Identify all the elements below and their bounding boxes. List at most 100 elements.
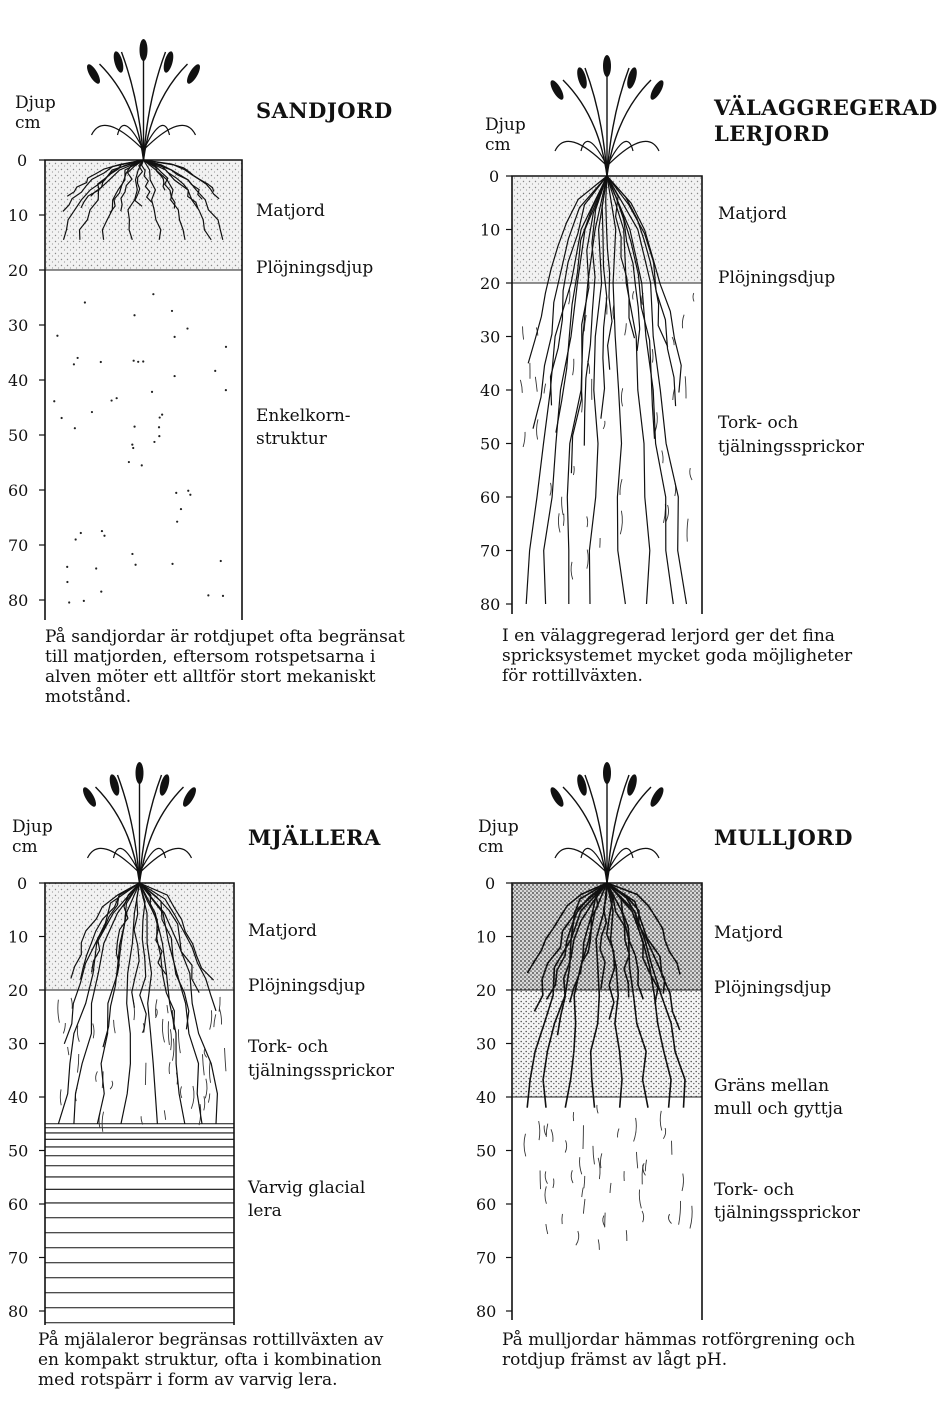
sand-grain: [133, 360, 135, 362]
soil-crack: [168, 1021, 169, 1045]
layer-label: Tork- och: [718, 413, 798, 433]
soil-crack: [682, 315, 684, 329]
panel-caption: På mulljordar hämmas rotförgrening och: [502, 1330, 855, 1350]
sand-grain: [73, 363, 75, 365]
soil-crack: [202, 1054, 204, 1075]
plant-leaf: [607, 848, 659, 873]
soil-crack: [178, 1029, 180, 1053]
soil-crack: [679, 1201, 681, 1225]
soil-crack: [204, 1096, 205, 1110]
sand-grain: [53, 400, 55, 402]
layer-label: Matjord: [714, 923, 783, 943]
plant-spikelet: [648, 785, 666, 808]
soil-crack: [636, 1152, 637, 1168]
layer-label: struktur: [256, 429, 328, 449]
plant-spikelet: [575, 773, 588, 796]
soil-crack: [639, 1190, 641, 1209]
sand-grain: [56, 335, 58, 337]
plant-spikelet: [575, 66, 588, 89]
panel-mulljord: Djupcm01020304050607080MULLJORDMatjordPl…: [476, 762, 861, 1370]
sand-grain: [151, 391, 153, 393]
sand-grain: [103, 535, 105, 537]
plant-stem: [607, 80, 651, 176]
soil-crack: [562, 1214, 563, 1224]
layer-label: Plöjningsdjup: [714, 978, 831, 998]
sand-grain: [133, 426, 135, 428]
layer-label: Matjord: [256, 201, 325, 221]
sand-grain: [171, 310, 173, 312]
soil-crack: [96, 1071, 98, 1081]
depth-axis-label: Djup: [478, 817, 519, 837]
layer-label: Enkelkorn-: [256, 406, 351, 426]
soil-crack: [550, 483, 551, 496]
depth-tick-label: 20: [476, 981, 496, 1000]
sand-grain: [153, 441, 155, 443]
plant-stem: [607, 787, 651, 883]
depth-tick-label: 50: [8, 1142, 28, 1161]
plant-spikelet: [136, 762, 144, 784]
layer-label: Varvig glacial: [247, 1178, 365, 1198]
panel-title: MJÄLLERA: [248, 825, 381, 850]
soil-crack: [58, 1000, 60, 1023]
soil-crack: [634, 1118, 637, 1142]
soil-crack: [535, 377, 537, 392]
panel-title: SANDJORD: [256, 98, 393, 123]
sand-grain: [110, 399, 112, 401]
panel-caption: för rottillväxten.: [502, 666, 643, 686]
depth-axis-unit: cm: [12, 837, 38, 857]
depth-tick-label: 60: [480, 488, 500, 507]
plant-leaf: [607, 141, 659, 166]
soil-crack: [576, 1231, 579, 1245]
plant-stem: [563, 787, 607, 883]
depth-tick-label: 40: [476, 1088, 496, 1107]
panel-caption: alven möter ett alltför stort mekaniskt: [45, 667, 376, 687]
soil-crack: [170, 1029, 171, 1050]
sand-grain: [66, 581, 68, 583]
sand-grain: [131, 553, 133, 555]
plant-stem: [140, 787, 184, 883]
panel-title: MULLJORD: [714, 825, 853, 850]
plant-spikelet: [625, 773, 638, 796]
sand-grain: [100, 361, 102, 363]
soil-crack: [565, 1140, 566, 1152]
soil-crack: [562, 497, 564, 515]
panel-caption: På sandjordar är rotdjupet ofta begränsa…: [45, 627, 405, 647]
layer-label: lera: [248, 1201, 282, 1221]
soil-crack: [600, 1153, 601, 1168]
soil-crack: [63, 1023, 65, 1033]
soil-crack: [573, 466, 574, 475]
plant-leaf: [92, 125, 144, 150]
sand-grain: [77, 357, 79, 359]
soil-crack: [77, 1054, 78, 1072]
soil-crack: [205, 1079, 207, 1099]
plant-leaf: [555, 848, 607, 873]
depth-axis-unit: cm: [15, 113, 41, 133]
depth-tick-label: 70: [480, 542, 500, 561]
soil-crack: [162, 1019, 164, 1042]
depth-axis-label: Djup: [15, 93, 56, 113]
depth-tick-label: 20: [8, 261, 28, 280]
layer-label: Tork- och: [248, 1037, 328, 1057]
layer-label: Matjord: [248, 921, 317, 941]
layer-label: mull och gyttja: [714, 1099, 843, 1119]
layer-label: Gräns mellan: [714, 1076, 829, 1096]
soil-crack: [523, 326, 524, 339]
sand-grain: [180, 508, 182, 510]
panel-caption: rotdjup främst av lågt pH.: [502, 1350, 727, 1370]
soil-crack: [660, 1111, 662, 1131]
sand-grain: [83, 600, 85, 602]
soil-crack: [520, 380, 522, 393]
depth-tick-label: 80: [8, 591, 28, 610]
depth-tick-label: 30: [480, 328, 500, 347]
layer-label: tjälningssprickor: [718, 437, 865, 457]
soil-crack: [551, 1129, 553, 1141]
plant-spikelet: [158, 773, 171, 796]
depth-tick-label: 0: [485, 874, 495, 893]
soil-crack: [524, 1134, 526, 1157]
plant-icon: [548, 762, 666, 883]
soil-crack: [587, 550, 588, 569]
soil-crack: [690, 468, 692, 480]
depth-tick-label: 80: [8, 1302, 28, 1321]
layer-label: tjälningssprickor: [248, 1061, 395, 1081]
sand-grain: [61, 417, 63, 419]
